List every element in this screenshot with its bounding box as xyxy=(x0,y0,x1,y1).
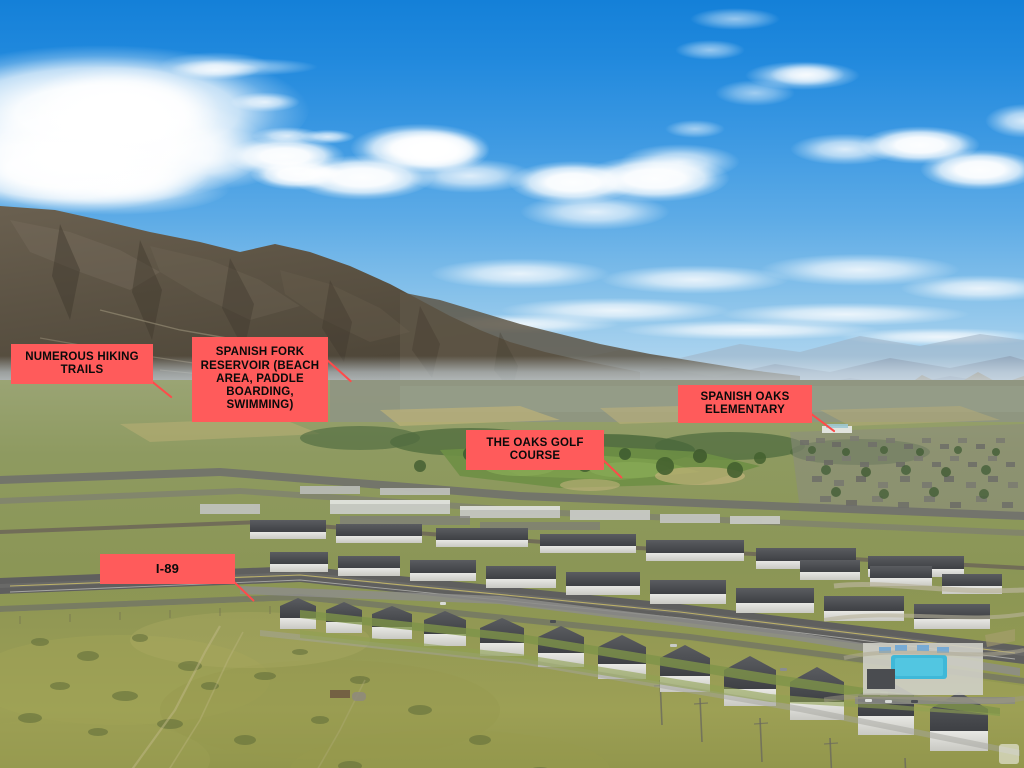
label-hiking-trails[interactable]: NUMEROUS HIKING TRAILS xyxy=(11,344,153,384)
lawn-strips xyxy=(300,610,1000,716)
label-oaks-golf-course[interactable]: THE OAKS GOLF COURSE xyxy=(466,430,604,470)
photo-watermark xyxy=(999,744,1019,764)
townhome-subdivision xyxy=(240,520,1020,756)
label-spanish-oaks-elementary[interactable]: SPANISH OAKS ELEMENTARY xyxy=(678,385,812,423)
curving-roads-right xyxy=(824,582,1024,704)
community-pool-area xyxy=(855,629,1015,704)
sky-background xyxy=(0,0,1024,420)
label-i89-highway[interactable]: I-89 xyxy=(100,554,235,584)
label-spanish-fork-reservoir[interactable]: SPANISH FORK RESERVOIR (BEACH AREA, PADD… xyxy=(192,337,328,422)
